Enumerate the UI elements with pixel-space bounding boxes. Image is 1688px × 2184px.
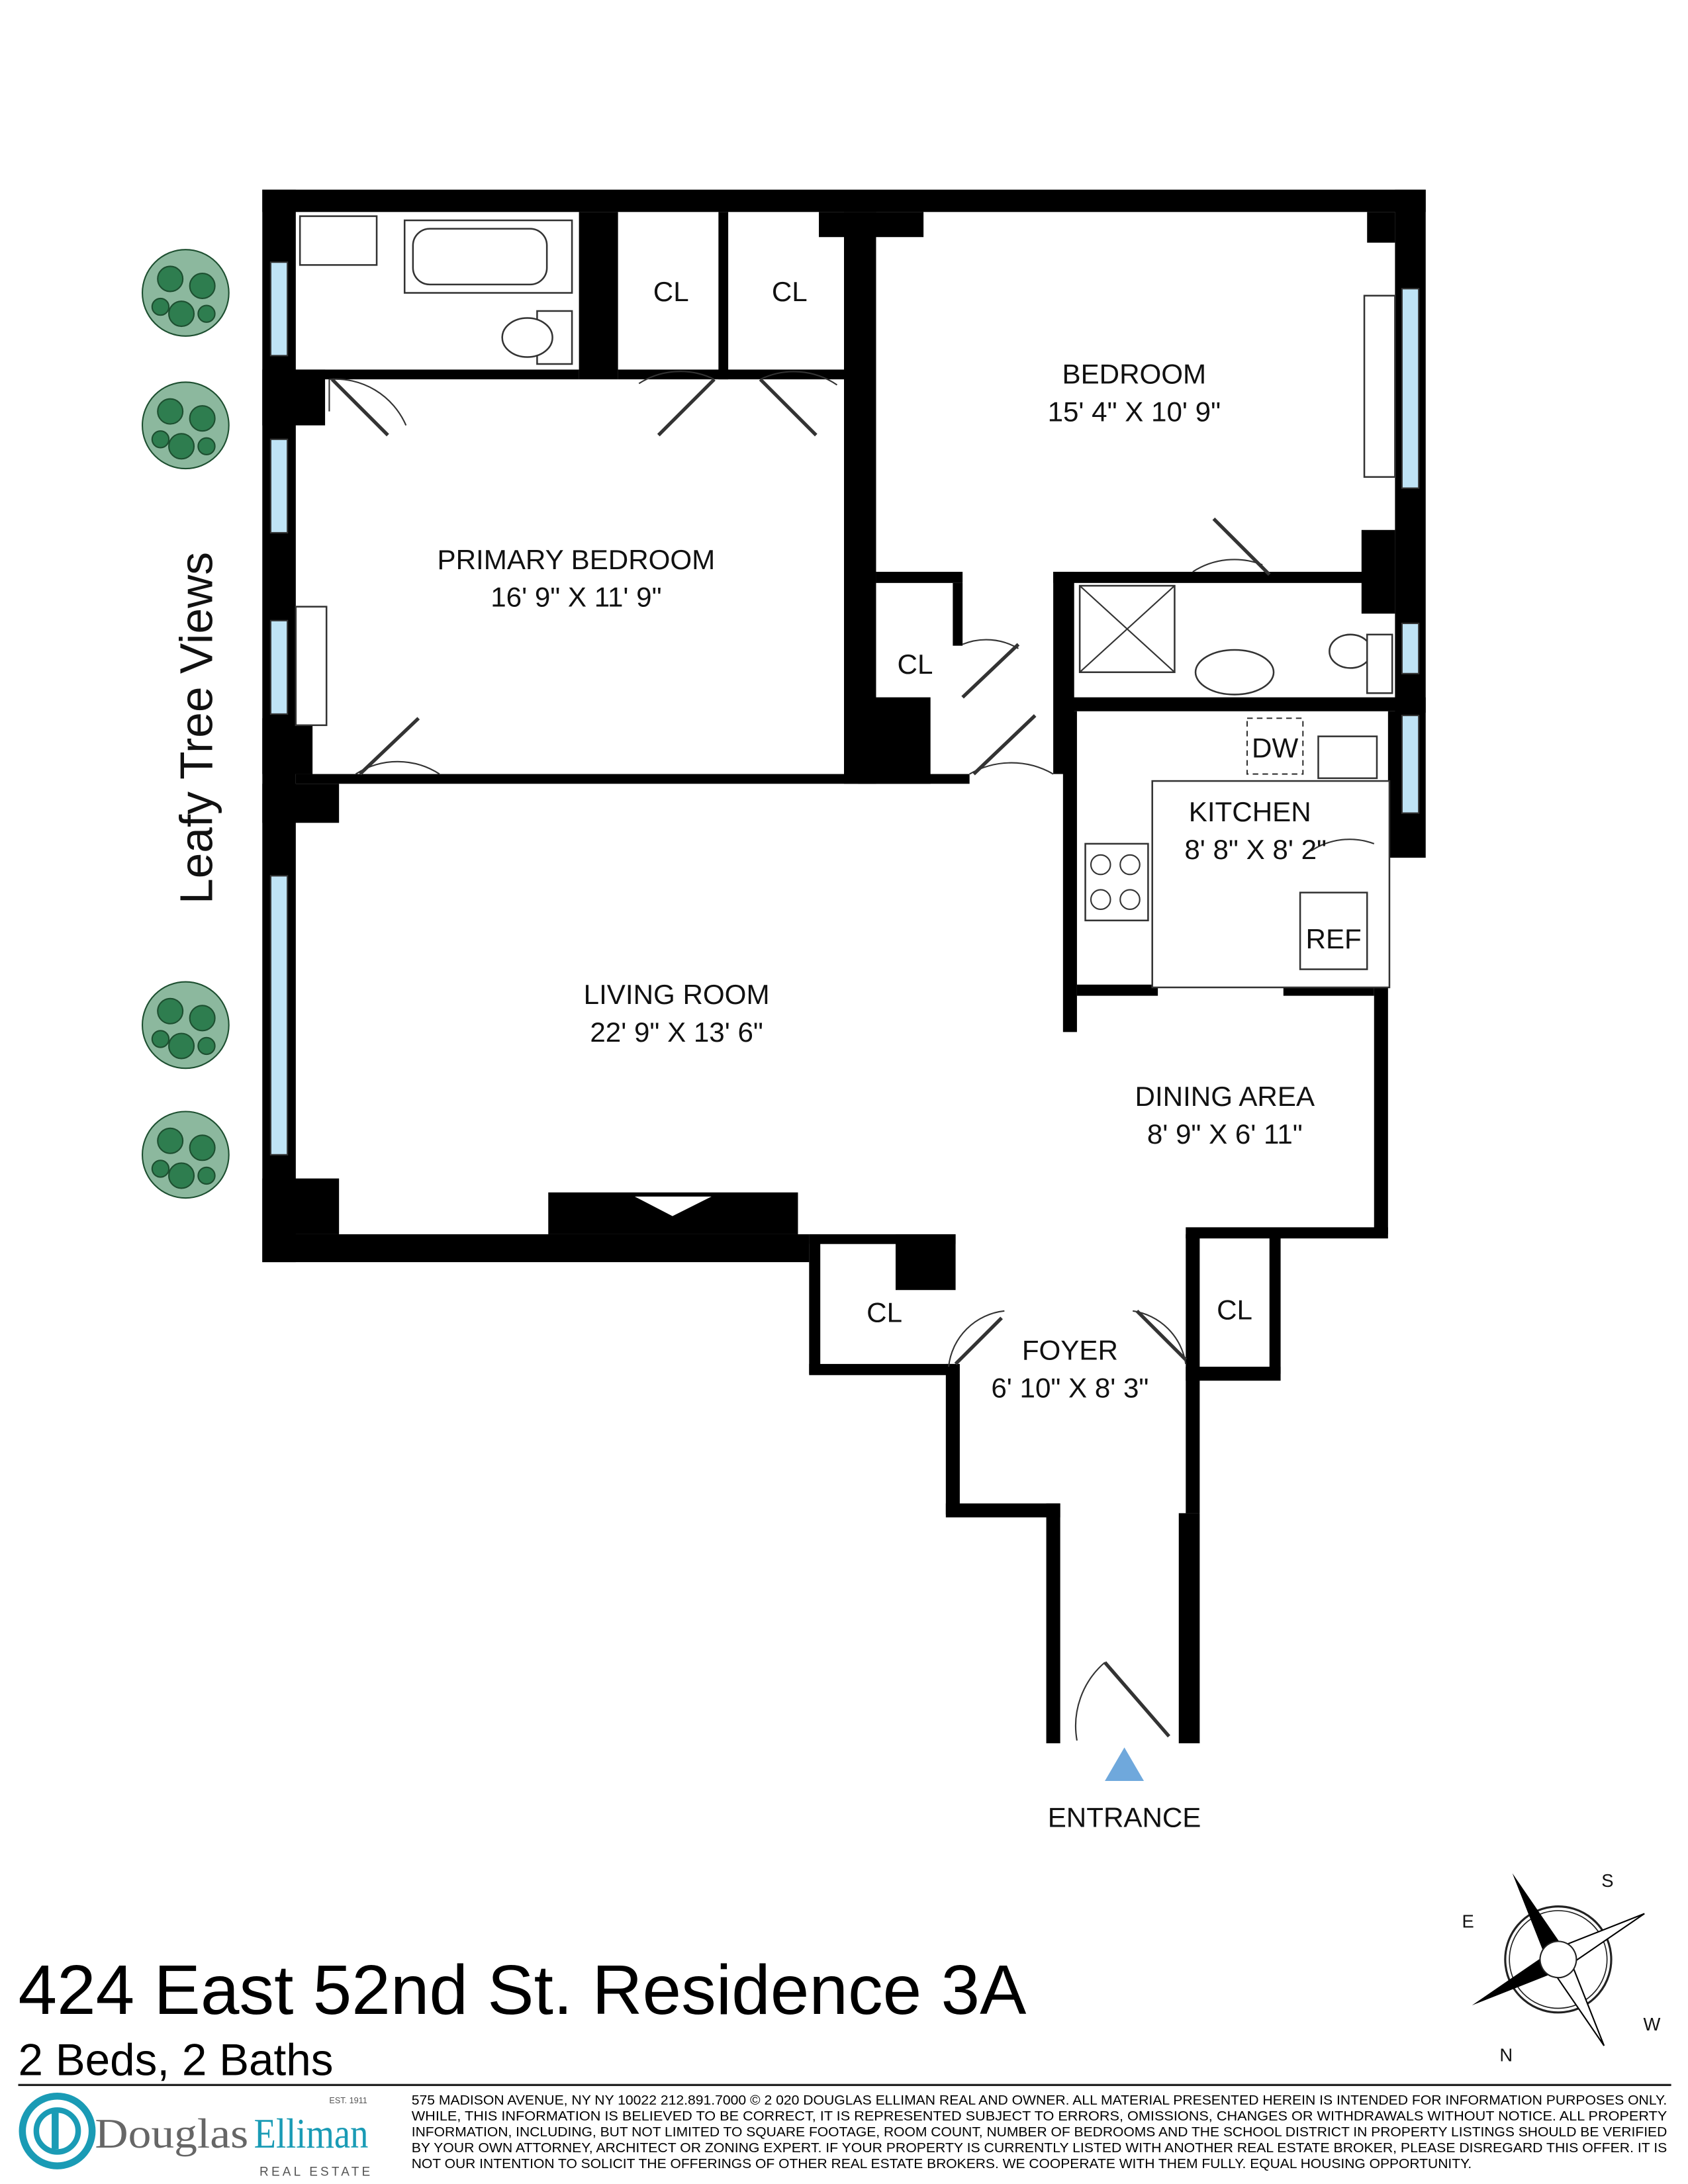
tree-icon — [141, 381, 230, 470]
dining-area-name: DINING AREA — [1135, 1081, 1315, 1112]
view-label: Leafy Tree Views — [170, 552, 222, 904]
doors — [328, 371, 1375, 1741]
bedroom-name: BEDROOM — [1062, 359, 1206, 390]
stove-icon — [1084, 842, 1149, 922]
toilet-icon — [1329, 633, 1372, 669]
closet-label: CL — [1217, 1294, 1252, 1325]
svg-text:Douglas: Douglas — [95, 2111, 248, 2157]
closet-label: CL — [772, 276, 808, 307]
svg-text:EST. 1911: EST. 1911 — [329, 2096, 367, 2105]
svg-text:NOT OUR INTENTION TO SOLICIT T: NOT OUR INTENTION TO SOLICIT THE OFFERIN… — [412, 2157, 1472, 2171]
sink-icon — [1317, 735, 1378, 780]
foyer-size: 6' 10" X 8' 3" — [991, 1372, 1149, 1403]
entrance-arrow-icon — [1105, 1747, 1145, 1781]
listing-title: 424 East 52nd St. Residence 3A — [18, 1952, 1027, 2029]
tree-icon — [141, 1111, 230, 1199]
kitchen-size: 8' 8" X 8' 2" — [1184, 834, 1327, 865]
living-room-size: 22' 9" X 13' 6" — [590, 1017, 763, 1048]
closet-label: CL — [653, 276, 689, 307]
sink-icon — [1194, 649, 1275, 696]
disclaimer: 575 MADISON AVENUE, NY NY 10022 212.891.… — [412, 2093, 1667, 2171]
dining-area-size: 8' 9" X 6' 11" — [1147, 1118, 1303, 1150]
svg-text:INFORMATION, INCLUDING, BUT NO: INFORMATION, INCLUDING, BUT NOT LIMITED … — [412, 2125, 1667, 2140]
svg-text:Elliman: Elliman — [254, 2111, 369, 2157]
svg-text:REAL ESTATE: REAL ESTATE — [259, 2165, 373, 2179]
windows — [269, 261, 1420, 1156]
svg-text:575 MADISON AVENUE, NY NY 1002: 575 MADISON AVENUE, NY NY 10022 212.891.… — [412, 2093, 1667, 2108]
fireplace — [634, 1197, 712, 1216]
svg-text:REF: REF — [1306, 923, 1362, 954]
living-room-name: LIVING ROOM — [584, 979, 770, 1010]
compass-n: N — [1499, 2045, 1513, 2066]
closet-label: CL — [898, 649, 933, 680]
compass-e: E — [1462, 1911, 1474, 1931]
sink-icon — [299, 215, 378, 266]
svg-text:DW: DW — [1252, 732, 1298, 763]
compass-w: W — [1643, 2014, 1660, 2034]
brand-logo: Douglas Elliman EST. 1911 REAL ESTATE — [19, 2092, 373, 2179]
closet-label: CL — [867, 1297, 902, 1328]
dishwasher — [1246, 717, 1304, 775]
entrance-label: ENTRANCE — [1048, 1802, 1201, 1833]
compass-rose-icon — [1472, 1873, 1645, 2046]
compass-s: S — [1601, 1870, 1613, 1891]
room-labels: CL CL CL CL CL BEDROOM 15' 4" X 10' 9" P… — [438, 276, 1327, 1403]
svg-text:WHILE, THIS INFORMATION IS BEL: WHILE, THIS INFORMATION IS BELIEVED TO B… — [412, 2109, 1667, 2124]
tree-icon — [141, 249, 230, 337]
primary-bedroom-size: 16' 9" X 11' 9" — [491, 582, 661, 613]
tree-icon — [141, 981, 230, 1069]
listing-subtitle: 2 Beds, 2 Baths — [18, 2036, 333, 2085]
refrigerator — [1299, 891, 1368, 970]
svg-text:BY YOUR OWN ATTORNEY, ARCHITEC: BY YOUR OWN ATTORNEY, ARCHITECT OR ZONIN… — [412, 2141, 1667, 2156]
foyer-name: FOYER — [1022, 1335, 1118, 1366]
kitchen-name: KITCHEN — [1189, 796, 1311, 827]
primary-bedroom-name: PRIMARY BEDROOM — [438, 544, 716, 575]
bath-fixtures — [299, 215, 1393, 696]
bedroom-size: 15' 4" X 10' 9" — [1048, 396, 1221, 427]
kitchen-fixtures: DW REF — [1084, 717, 1391, 989]
trees — [141, 249, 230, 1199]
